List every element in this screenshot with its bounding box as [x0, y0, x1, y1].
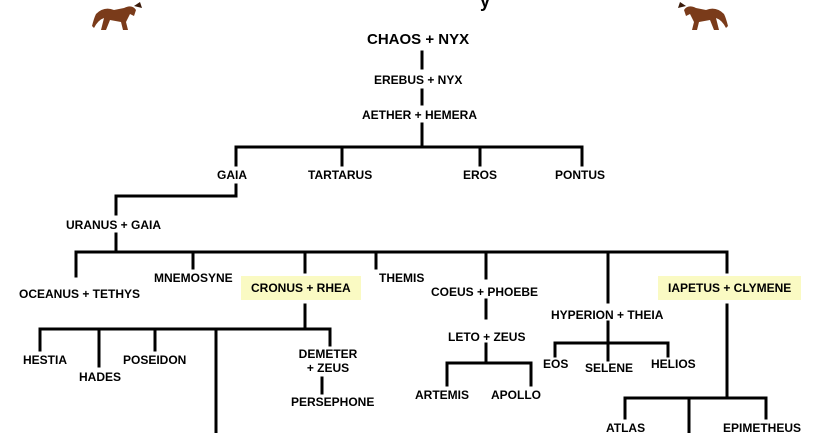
node-hestia: HESTIA — [23, 353, 68, 367]
node-cronus-rhea: CRONUS + RHEA — [241, 276, 361, 300]
node-helios: HELIOS — [651, 357, 696, 371]
node-selene: SELENE — [585, 361, 634, 375]
node-chaos-nyx: CHAOS + NYX — [367, 31, 470, 48]
node-coeus-phoebe: COEUS + PHOEBE — [431, 285, 539, 299]
node-hyperion-theia: HYPERION + THEIA — [551, 308, 664, 322]
horse-image-right — [678, 2, 728, 30]
node-epimetheus: EPIMETHEUS — [723, 421, 802, 435]
node-atlas: ATLAS — [606, 421, 646, 435]
node-tartarus: TARTARUS — [308, 168, 373, 182]
node-erebus-nyx: EREBUS + NYX — [374, 73, 463, 87]
node-artemis: ARTEMIS — [415, 388, 469, 402]
node-leto-zeus: LETO + ZEUS — [448, 330, 526, 344]
node-demeter-zeus: DEMETER + ZEUS — [297, 347, 359, 375]
node-themis: THEMIS — [379, 271, 425, 285]
node-gaia: GAIA — [217, 168, 247, 182]
node-pontus: PONTUS — [555, 168, 606, 182]
node-poseidon: POSEIDON — [123, 353, 187, 367]
node-eros: EROS — [463, 168, 498, 182]
node-apollo: APOLLO — [491, 388, 541, 402]
node-eos: EOS — [543, 357, 569, 371]
node-aether-hemera: AETHER + HEMERA — [362, 108, 478, 122]
node-mnemosyne: MNEMOSYNE — [154, 271, 233, 285]
node-demeter-zeus-line2: + ZEUS — [306, 361, 350, 375]
node-demeter-zeus-line1: DEMETER — [298, 347, 358, 361]
horse-image-left — [92, 2, 142, 30]
node-iapetus-clymene: IAPETUS + CLYMENE — [658, 276, 802, 300]
node-uranus-gaia: URANUS + GAIA — [66, 218, 162, 232]
node-oceanus-tethys: OCEANUS + TETHYS — [19, 287, 141, 301]
node-hades: HADES — [79, 370, 122, 384]
node-persephone: PERSEPHONE — [291, 395, 375, 409]
title-fragment: y — [480, 0, 491, 11]
